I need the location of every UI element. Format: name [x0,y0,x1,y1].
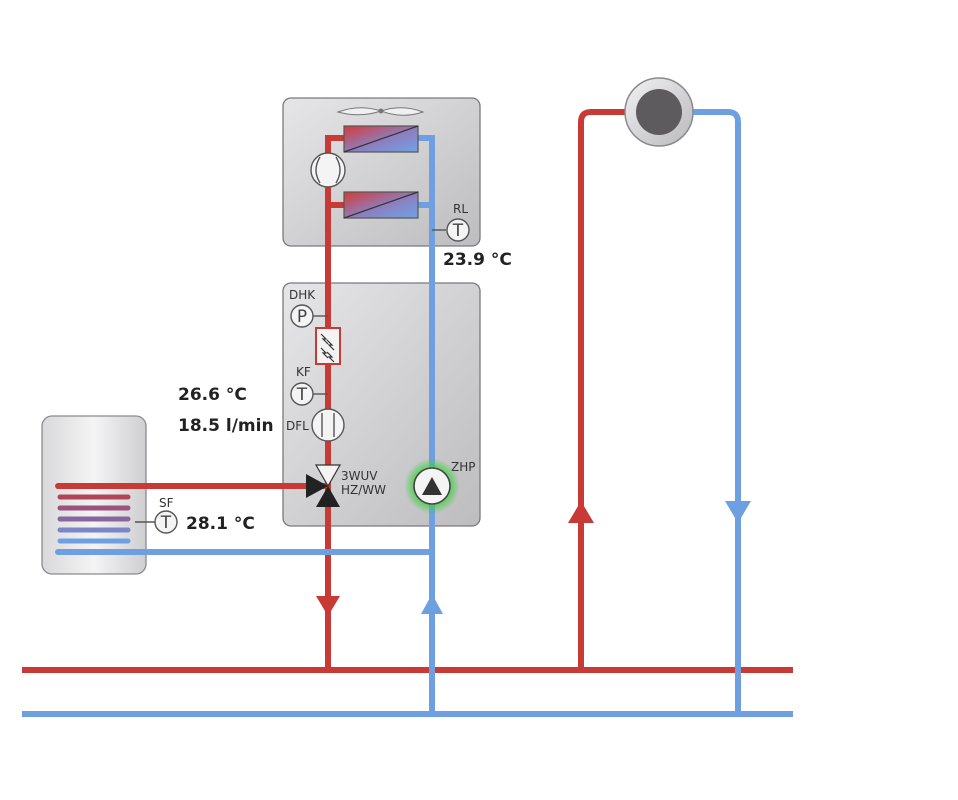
rl-label: RL [453,202,468,216]
supply-down-arrow [316,596,340,616]
zhp-label: ZHP [451,460,475,474]
heating-circuit-icon [624,77,694,147]
kf-temperature-sensor-icon: T [290,382,328,406]
pressure-sensor-icon: P [290,304,328,328]
compressor-icon [310,152,346,188]
kf-symbol: T [296,385,308,405]
flow-rate-value: 18.5 l/min [178,416,274,436]
return-up-arrow [421,594,443,614]
sf-label: SF [159,496,174,510]
rl-symbol: T [452,221,464,241]
circuit-up-arrow [568,501,594,523]
temperature-sensor-icon: T [432,218,470,242]
tank-coil [57,483,133,555]
upper-heat-exchanger-icon [343,125,419,153]
dhk-label: DHK [289,288,316,302]
kf-label: KF [296,365,311,379]
valve-label-line2: HZ/WW [341,483,386,497]
dhk-symbol: P [297,307,307,327]
sf-temperature-sensor-icon: T [135,510,178,534]
fan-icon [336,107,425,116]
lower-heat-exchanger-icon [343,191,419,219]
circuit-down-arrow [725,501,751,523]
storage-temperature-value: 28.1 °C [186,514,255,534]
heating-circuit-return [686,109,741,714]
sf-symbol: T [160,513,172,533]
dfl-label: DFL [286,419,309,433]
valve-label-line1: 3WUV [341,469,378,483]
supply-temperature-value: 26.6 °C [178,385,247,405]
return-temperature-value: 23.9 °C [443,250,512,270]
three-way-valve-icon [306,464,342,507]
heating-circuit-supply [578,109,630,670]
electric-heater-icon [315,327,341,365]
circulation-pump-icon[interactable] [404,458,460,514]
flow-meter-icon [311,408,345,442]
